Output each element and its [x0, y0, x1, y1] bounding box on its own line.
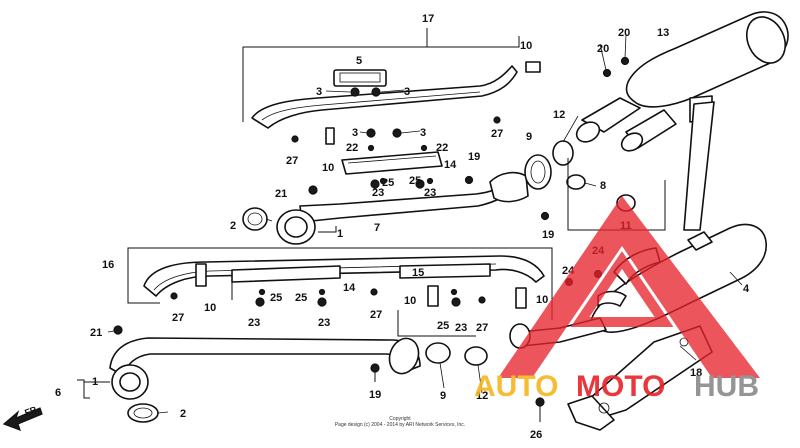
- callout-25e: 25: [437, 320, 449, 332]
- watermark-auto: AUTO: [474, 370, 558, 403]
- gasket-2-lower: [127, 403, 159, 423]
- copyright-line-2: Page design (c) 2004 - 2014 by ARI Netwo…: [335, 422, 465, 428]
- callout-2b: 2: [180, 408, 186, 420]
- callout-21b: 21: [90, 327, 102, 339]
- callout-20b: 20: [618, 27, 630, 39]
- watermark-moto: MOTO: [576, 370, 665, 403]
- callout-9a: 9: [526, 131, 532, 143]
- callout-8: 8: [600, 180, 606, 192]
- callout-23a: 23: [372, 187, 384, 199]
- leader-lines: [107, 33, 743, 414]
- callout-3b: 3: [404, 86, 410, 98]
- callout-22a: 22: [346, 142, 358, 154]
- callout-14b: 14: [343, 282, 356, 294]
- callout-15: 15: [412, 267, 424, 279]
- automotohub-watermark: AUTO MOTO HUB: [474, 196, 760, 403]
- callout-12a: 12: [553, 109, 565, 121]
- callout-23d: 23: [318, 317, 330, 329]
- upper-heat-shield-group: [242, 28, 541, 195]
- clamp-10-mid: [325, 127, 335, 145]
- callout-10a: 10: [322, 162, 334, 174]
- seal-12-upper: [552, 140, 574, 166]
- gasket-2-upper: [242, 207, 268, 231]
- lower-shield-plate-14: [231, 265, 341, 283]
- callout-21a: 21: [275, 188, 287, 200]
- callout-2a: 2: [230, 220, 236, 232]
- copyright-line-1: Copyright: [389, 416, 411, 422]
- watermark-triangle-icon: [498, 196, 760, 378]
- callout-9b: 9: [440, 390, 446, 402]
- muffler-hanger-bracket: [683, 101, 715, 231]
- shield-bracket-5: [333, 69, 387, 87]
- callout-5: 5: [356, 55, 362, 67]
- callout-16: 16: [102, 259, 114, 271]
- clamp-9-upper: [524, 154, 552, 190]
- callout-19a: 19: [468, 151, 480, 163]
- callout-3d: 3: [420, 127, 426, 139]
- callout-1b: 1: [92, 376, 98, 388]
- callout-7: 7: [374, 222, 380, 234]
- callout-17: 17: [422, 13, 434, 25]
- callout-25c: 25: [270, 292, 282, 304]
- callout-27e: 27: [476, 322, 488, 334]
- callout-25b: 25: [409, 175, 421, 187]
- callout-22b: 22: [436, 142, 448, 154]
- callout-3c: 3: [352, 127, 358, 139]
- clamp-9-lower: [425, 342, 451, 364]
- callout-10b: 10: [520, 40, 532, 52]
- callout-4: 4: [743, 283, 750, 295]
- callout-13: 13: [657, 27, 669, 39]
- callout-23c: 23: [248, 317, 260, 329]
- callout-1a: 1: [337, 228, 343, 240]
- front-label: FR.: [23, 404, 40, 418]
- callout-10d: 10: [404, 295, 416, 307]
- front-direction-arrow: FR.: [2, 404, 43, 432]
- callout-27d: 27: [370, 309, 382, 321]
- callout-20a: 20: [597, 43, 609, 55]
- watermark-hub: HUB: [694, 370, 759, 403]
- callout-26: 26: [530, 429, 542, 441]
- lower-shield-plate-15: [399, 263, 491, 279]
- lower-bracket-group: [535, 325, 713, 431]
- clamp-10-center: [427, 285, 439, 307]
- callout-25a: 25: [382, 177, 394, 189]
- callout-6: 6: [55, 387, 61, 399]
- callout-19c: 19: [369, 389, 381, 401]
- upper-muffler-group: [575, 11, 789, 231]
- callout-10e: 10: [536, 294, 548, 306]
- callout-23b: 23: [424, 187, 436, 199]
- clamp-8: [566, 174, 586, 190]
- seal-12-lower: [464, 346, 488, 366]
- callout-3a: 3: [316, 86, 322, 98]
- clamp-10-left: [195, 263, 207, 287]
- upper-shield-plate-14: [341, 151, 443, 175]
- clamp-10-right: [515, 287, 527, 309]
- callout-14a: 14: [444, 159, 457, 171]
- callouts: 17 5 3 3 3 3 22 22 14 25 25 23 23 10 27 …: [55, 13, 750, 441]
- callout-12b: 12: [476, 390, 488, 402]
- upper-exhaust-pipe-group: [242, 171, 529, 245]
- callout-19b: 19: [542, 229, 554, 241]
- callout-18: 18: [690, 367, 702, 379]
- copyright: Copyright Page design (c) 2004 - 2014 by…: [335, 416, 465, 428]
- callout-25d: 25: [295, 292, 307, 304]
- lower-heat-shield-group: [127, 247, 553, 337]
- clamp-10-top: [525, 61, 541, 73]
- upper-exhaust-pipe: [299, 179, 515, 223]
- callout-27b: 27: [491, 128, 503, 140]
- callout-10c: 10: [204, 302, 216, 314]
- callout-27c: 27: [172, 312, 184, 324]
- callout-27a: 27: [286, 155, 298, 167]
- upper-heat-shield: [251, 65, 518, 129]
- arrow-left-icon: [2, 407, 43, 432]
- callout-23e: 23: [455, 322, 467, 334]
